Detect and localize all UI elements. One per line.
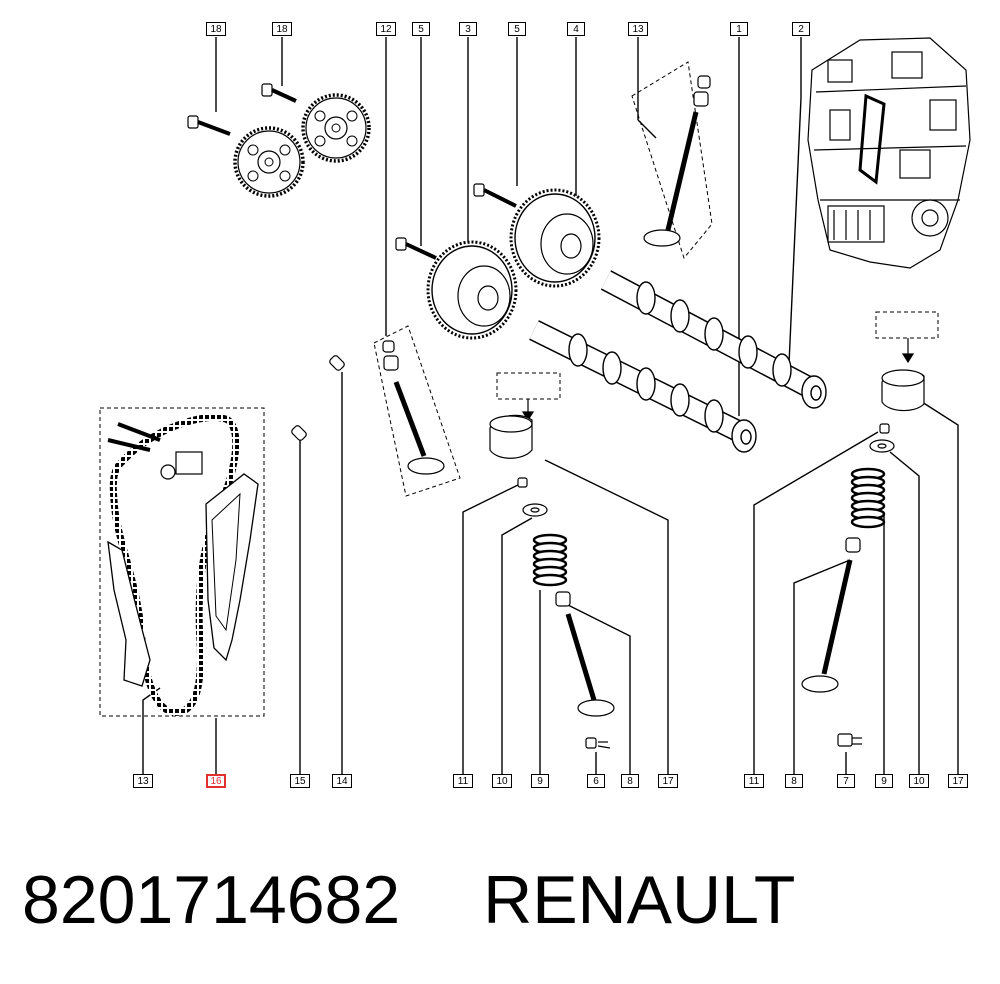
valve-train-right <box>801 369 925 747</box>
callout-5-right: 5 <box>508 22 526 36</box>
callout-13: 13 <box>133 774 153 788</box>
camshafts <box>529 270 827 453</box>
callout-5-left: 5 <box>412 22 430 36</box>
callout-3: 3 <box>459 22 477 36</box>
part-caption: 8201714682 RENAULT <box>22 860 795 940</box>
callout-17-right: 17 <box>948 774 968 788</box>
callout-7: 7 <box>837 774 855 788</box>
callout-18-left: 18 <box>206 22 226 36</box>
callout-11-right: 11 <box>744 774 764 788</box>
callout-16-highlighted: 16 <box>206 774 226 788</box>
callout-13-top: 13 <box>628 22 648 36</box>
engine-illustration <box>807 37 971 269</box>
pointer-arrows <box>521 338 915 422</box>
callout-2: 2 <box>792 22 810 36</box>
valve-assembly-top <box>643 75 711 247</box>
callout-10-left: 10 <box>492 774 512 788</box>
callout-6: 6 <box>587 774 605 788</box>
callout-10-right: 10 <box>909 774 929 788</box>
sprocket-gears <box>233 93 371 198</box>
camshaft-sprocket-bolts <box>395 183 517 260</box>
callout-17-left: 17 <box>658 774 678 788</box>
brand-name: RENAULT <box>483 862 796 938</box>
sprocket-bolts <box>187 83 297 136</box>
camshaft-sprockets <box>426 188 601 340</box>
callout-8-left: 8 <box>621 774 639 788</box>
callout-18-right: 18 <box>272 22 292 36</box>
callout-1: 1 <box>730 22 748 36</box>
valve-assembly-12 <box>382 340 445 475</box>
timing-chain-set <box>107 413 259 716</box>
callout-12: 12 <box>376 22 396 36</box>
valve-train-left <box>489 414 615 749</box>
callout-4: 4 <box>567 22 585 36</box>
callout-11-left: 11 <box>453 774 473 788</box>
leader-lines <box>142 37 959 774</box>
callout-9-right: 9 <box>875 774 893 788</box>
callout-15: 15 <box>290 774 310 788</box>
dowel-pins <box>291 355 345 441</box>
callout-14: 14 <box>332 774 352 788</box>
part-number: 8201714682 <box>22 862 401 938</box>
callout-9-left: 9 <box>531 774 549 788</box>
callout-8-right: 8 <box>785 774 803 788</box>
